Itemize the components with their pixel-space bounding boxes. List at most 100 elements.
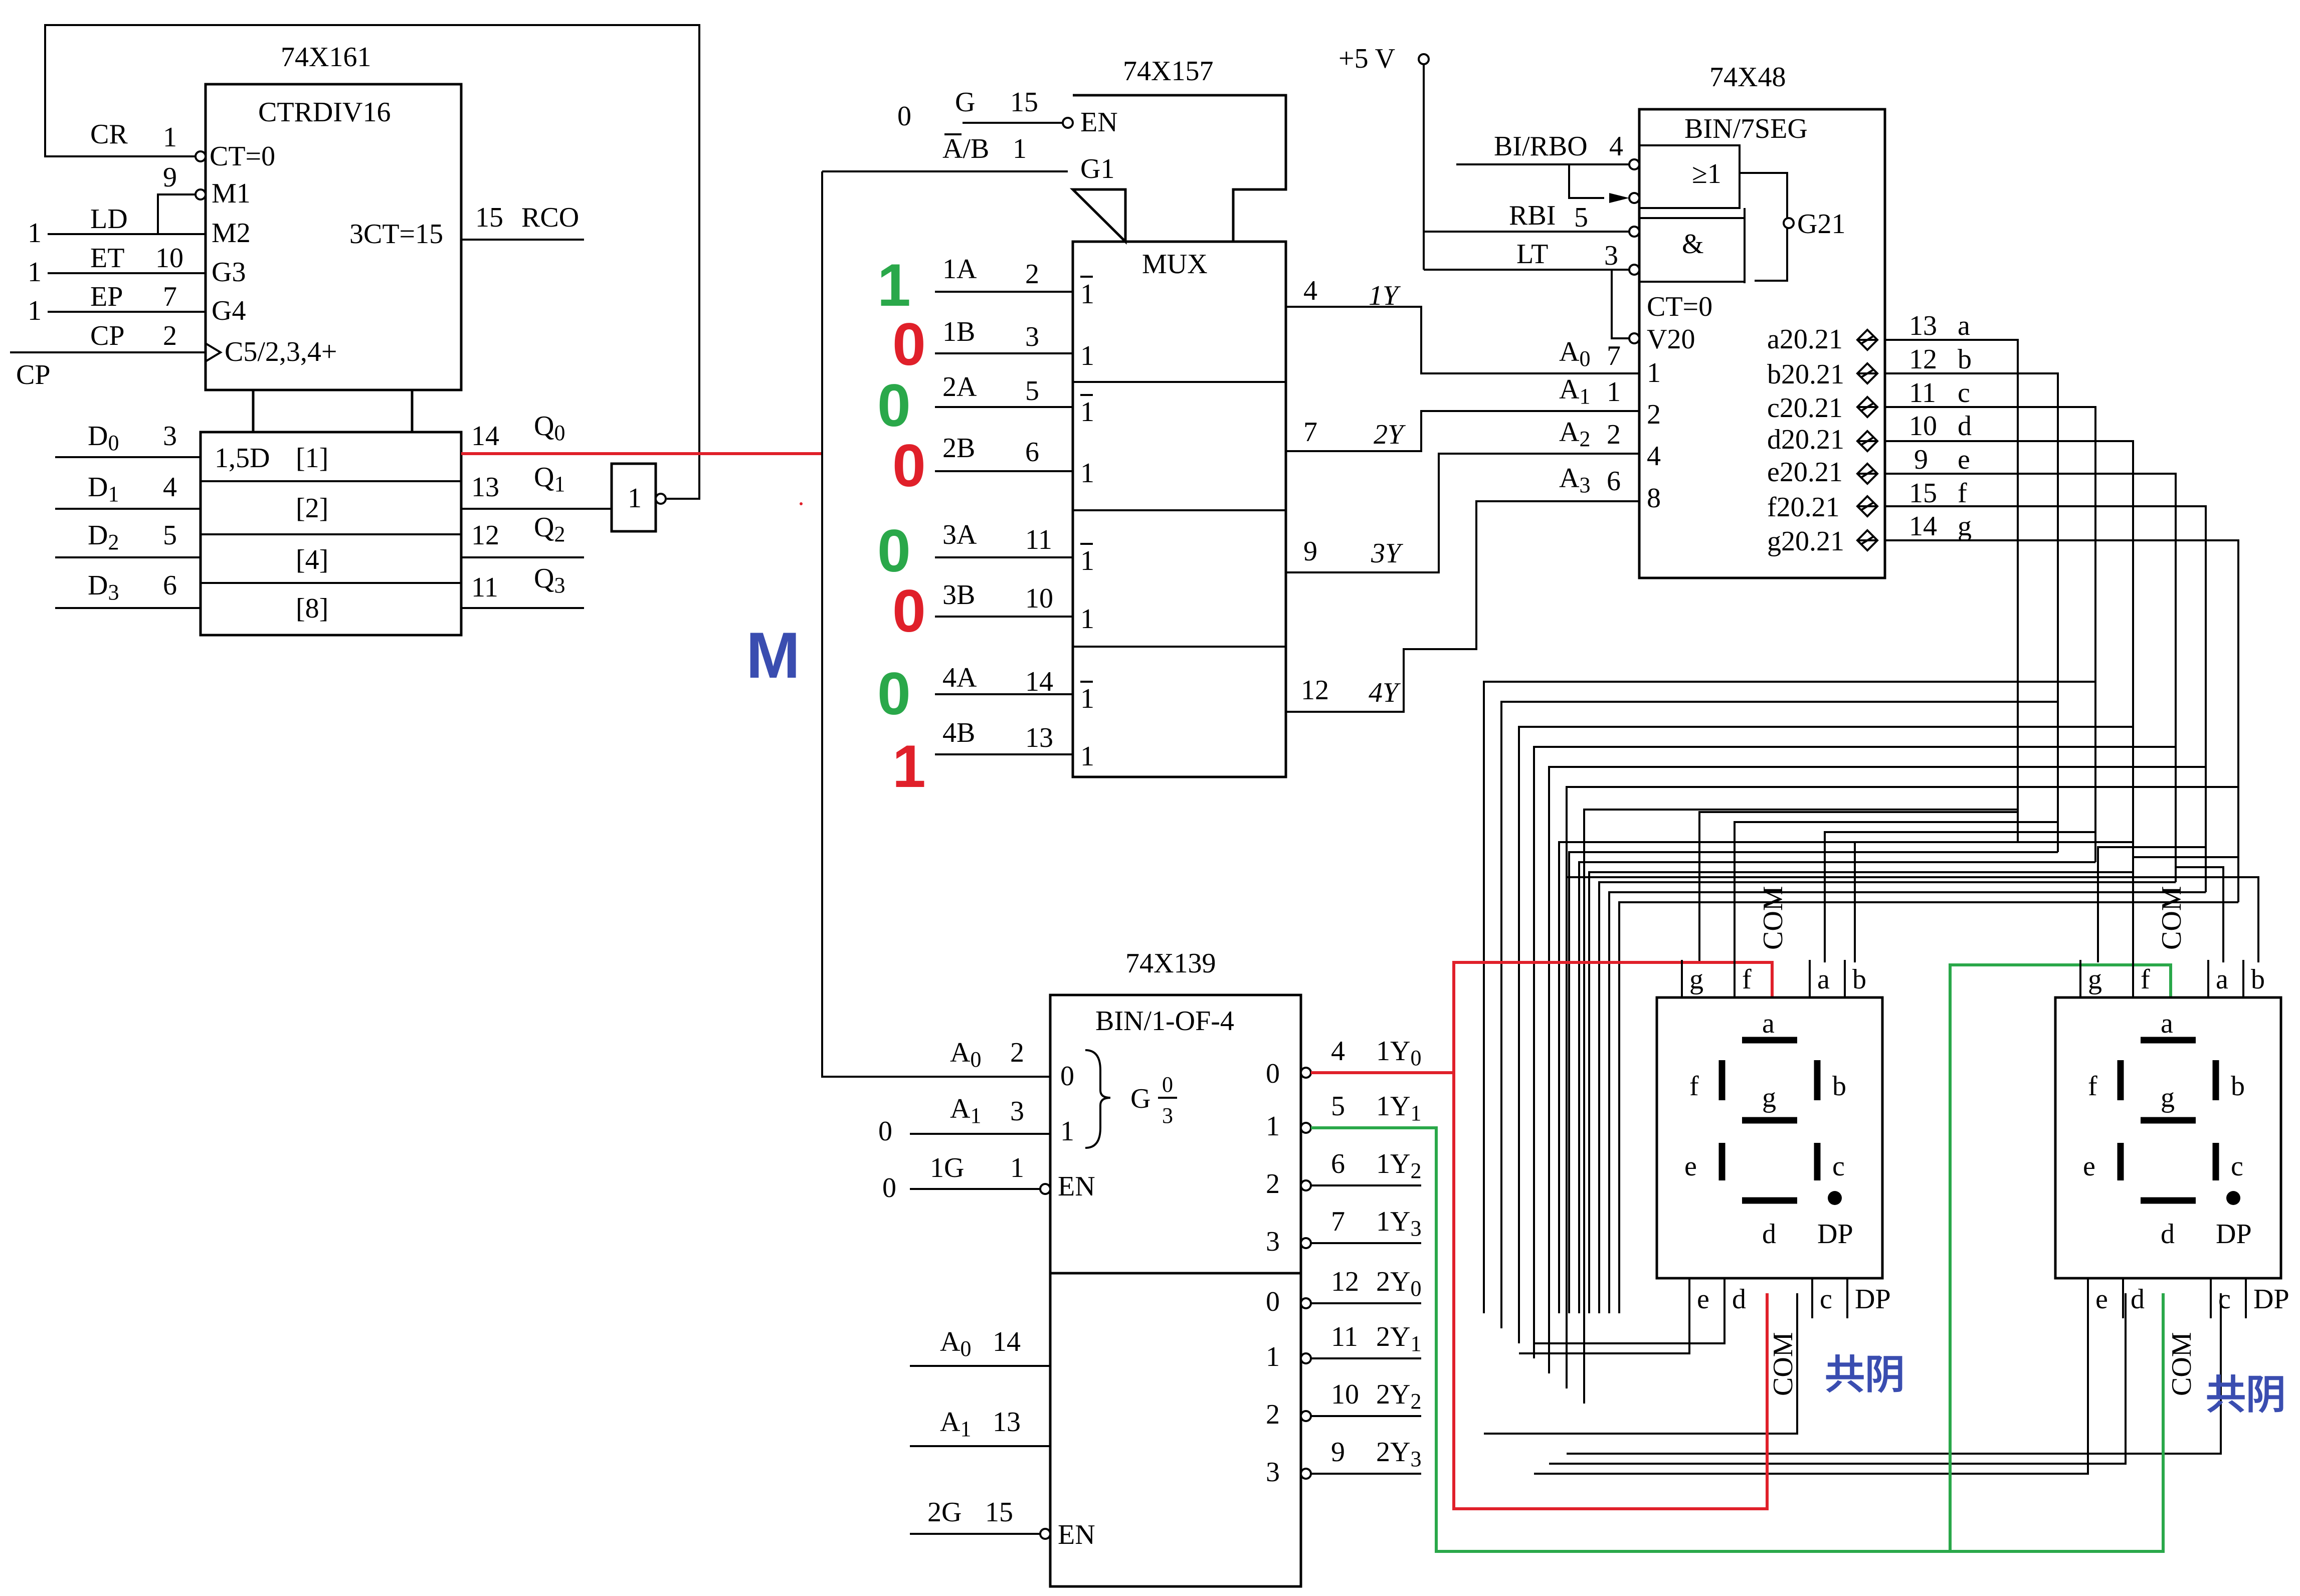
out-e-seg: e	[1958, 444, 1970, 475]
dec139-out-indices: 0 1 2 3 0 1 2 3	[1266, 1058, 1280, 1488]
q0-name: Q0	[534, 411, 565, 445]
out-c-label: c20.21	[1767, 392, 1843, 424]
out-1y-name: 1Y	[1369, 280, 1401, 311]
g-name: G	[955, 87, 975, 118]
data-load-label: 1,5D	[215, 443, 270, 474]
in1-g: 1G	[930, 1152, 964, 1183]
weight-8: [8]	[296, 593, 328, 624]
out-d-label: d20.21	[1767, 424, 1844, 455]
pin-g4-label: G4	[212, 295, 246, 326]
display-2-dp-label: DP	[2216, 1219, 2252, 1250]
sel-3b: 1	[1080, 604, 1094, 635]
in-2a: 2A	[942, 371, 977, 403]
display-2-seg-label-f: f	[2088, 1071, 2097, 1102]
display-1-seg-label-g: g	[1762, 1082, 1776, 1113]
decoder-74x139: 74X139 BIN/1-OF-4 0 1 G 0 3 EN EN A0 2 0…	[878, 948, 1421, 1588]
g-value: 0	[897, 101, 911, 132]
bit-0: 1	[877, 252, 911, 319]
q2-num: 12	[471, 520, 499, 551]
display-1-seg-label-f: f	[1689, 1071, 1699, 1102]
in-4b-num: 13	[1025, 722, 1053, 753]
out-2y-name: 2Y	[1374, 419, 1406, 450]
out-a-label: a20.21	[1767, 324, 1843, 355]
m-bus	[821, 170, 1068, 1078]
weight-a0: 1	[1647, 357, 1661, 388]
pin-ld-ext: 1	[28, 218, 42, 249]
in2-g-num: 15	[985, 1497, 1013, 1528]
g21-label: G21	[1797, 209, 1845, 240]
display-2-top-pin-a: a	[2216, 964, 2228, 995]
wire-m-label: M	[746, 619, 800, 692]
in1-a1: A1	[950, 1093, 981, 1128]
d1-name: D1	[88, 472, 119, 506]
dec139-out-name-6: 2Y2	[1376, 1379, 1421, 1414]
pin-cr-num: 1	[163, 122, 177, 153]
en-upper: EN	[1058, 1171, 1095, 1202]
mux-control-block	[1069, 94, 1287, 245]
counter-74x161: 74X161 CTRDIV16 CR 1 CT=0 9 M1 1 LD M2 1…	[10, 24, 700, 637]
out-g-seg: g	[1958, 511, 1972, 542]
display-1-seg-label-d: d	[1762, 1219, 1776, 1250]
display-1-com-top: COM	[1758, 886, 1789, 950]
bit-3: 0	[892, 432, 926, 499]
out-b-seg: b	[1958, 344, 1972, 375]
dec139-out-name-1: 1Y1	[1376, 1091, 1421, 1125]
display-1-seg-label-b: b	[1832, 1071, 1846, 1102]
oc-symbol-b	[1856, 362, 1879, 385]
out-f-num: 15	[1909, 478, 1937, 509]
dec139-out-num-5: 11	[1331, 1321, 1358, 1352]
dec139-out-name-2: 1Y2	[1376, 1148, 1421, 1183]
in-3a: 3A	[942, 519, 977, 550]
display-1-bottom-pin-c: c	[1820, 1284, 1832, 1315]
out-2y-num: 7	[1303, 417, 1317, 448]
out-idx-7: 3	[1266, 1457, 1280, 1488]
oc-symbol-e	[1856, 462, 1879, 485]
display-2-top-pin-g: g	[2088, 964, 2102, 995]
rco-function: 3CT=15	[349, 219, 443, 250]
d1-num: 4	[163, 472, 177, 503]
d0-name: D0	[88, 421, 119, 455]
out-c-seg: c	[1958, 377, 1970, 409]
dec139-upper	[1049, 993, 1302, 1275]
rco-num: 15	[475, 202, 503, 233]
d3-name: D3	[88, 570, 119, 605]
in-1a: 1A	[942, 254, 977, 285]
in1-a1-num: 3	[1010, 1096, 1024, 1127]
in2-a1: A1	[940, 1407, 971, 1441]
bit-4: 0	[877, 517, 911, 584]
counter-title: 74X161	[281, 42, 371, 73]
out-f-seg: f	[1958, 478, 1967, 509]
or-symbol: ≥1	[1692, 158, 1721, 189]
in2-a0-num: 14	[993, 1326, 1021, 1357]
mux-en: EN	[1080, 107, 1118, 138]
oc-symbol-c	[1856, 395, 1879, 419]
bit-5: 0	[892, 577, 926, 645]
display-2-seg-label-e: e	[2083, 1151, 2095, 1182]
dec139-title: 74X139	[1125, 948, 1216, 979]
pin-m1-num: 9	[163, 162, 177, 193]
pin-m1-label: M1	[212, 178, 251, 209]
display-2-type-label: 共阴	[2206, 1372, 2286, 1417]
in-1a-num: 2	[1025, 259, 1039, 290]
oc-symbol-f	[1856, 495, 1879, 518]
weight-2: [2]	[296, 493, 328, 524]
dec139-out-name-7: 2Y3	[1376, 1437, 1421, 1471]
out-b-num: 12	[1909, 344, 1937, 375]
in1-a1-ext: 0	[878, 1116, 892, 1147]
out-d-seg: d	[1958, 411, 1972, 442]
a3-name: A3	[1559, 463, 1590, 497]
g-num: 15	[1010, 87, 1038, 118]
display-2-seg-label-g: g	[2161, 1082, 2175, 1113]
out-g-num: 14	[1909, 511, 1937, 542]
ctrl-bi-name: BI/RBO	[1494, 131, 1588, 162]
sel-4b: 1	[1080, 741, 1094, 772]
mux-title: 74X157	[1123, 56, 1213, 87]
weight-4: [4]	[296, 544, 328, 575]
pin-et-num: 10	[155, 243, 183, 274]
a2-name: A2	[1559, 417, 1590, 451]
d0-num: 3	[163, 421, 177, 452]
